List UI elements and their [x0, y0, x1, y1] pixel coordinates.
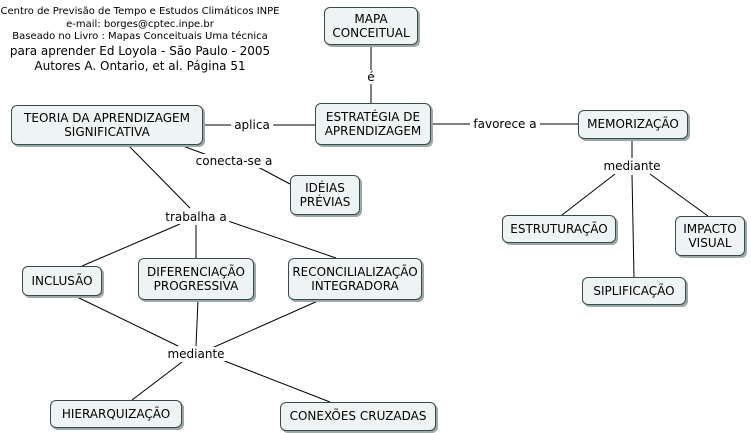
line-conecta-ideias: [257, 166, 291, 185]
concept-ideias-previas[interactable]: IDÉIAS PRÉVIAS: [290, 175, 360, 215]
concept-hierarquizacao[interactable]: HIERARQUIZAÇÃO: [50, 400, 182, 428]
line-mediante-impacto: [649, 173, 709, 217]
concept-inclusao[interactable]: INCLUSÃO: [22, 266, 102, 296]
concept-conexoes-cruzadas[interactable]: CONEXÕES CRUZADAS: [280, 402, 436, 431]
line-reconcilializacao-mediante: [211, 299, 321, 349]
concept-estrategia-de-aprendizagem[interactable]: ESTRATÉGIA DE APRENDIZAGEM: [315, 103, 431, 145]
line-mediante-hierarquizacao: [131, 361, 183, 401]
credits-line-2: e-mail: borges@cptec.inpe.br: [66, 18, 214, 30]
line-mediante-conexoes: [221, 359, 331, 403]
line-trabalha-inclusao: [81, 223, 181, 267]
credits-line-5: Autores A. Ontario, et al. Página 51: [34, 58, 246, 73]
line-teoria-trabalha: [127, 144, 191, 209]
source-credits: Centro de Previsão de Tempo e Estudos Cl…: [0, 6, 280, 74]
line-inclusao-mediante: [74, 295, 179, 347]
line-trabalha-reconcilializacao: [227, 220, 337, 259]
concept-impacto-visual[interactable]: IMPACTO VISUAL: [675, 216, 745, 256]
concept-teoria-da-aprendizagem[interactable]: TEORIA DA APRENDIZAGEM SIGNIFICATIVA: [11, 105, 203, 145]
link-phrase-favorece-a: favorece a: [470, 117, 540, 131]
credits-line-4: para aprender Ed Loyola - São Paulo - 20…: [9, 43, 271, 58]
credits-line-1: Centro de Previsão de Tempo e Estudos Cl…: [0, 6, 280, 17]
concept-memorizacao[interactable]: MEMORIZAÇÃO: [578, 110, 688, 139]
concept-reconcilializacao-integradora[interactable]: RECONCILIALIZAÇÃO INTEGRADORA: [288, 258, 422, 300]
link-phrase-mediante-memorizacao: mediante: [600, 159, 664, 173]
link-phrase-e: é: [364, 70, 378, 84]
link-phrase-conecta-se-a: conecta-se a: [192, 154, 276, 168]
concept-siplificacao[interactable]: SIPLIFICAÇÃO: [582, 277, 686, 305]
link-phrase-aplica: aplica: [231, 118, 273, 132]
link-phrase-trabalha-a: trabalha a: [162, 210, 230, 224]
credits-line-3: Baseado no Livro : Mapas Conceituais Uma…: [12, 31, 268, 42]
line-mediante-siplificacao: [631, 174, 635, 278]
concept-mapa-conceitual[interactable]: MAPA CONCEITUAL: [324, 7, 418, 45]
line-mediante-estruturacao: [561, 173, 616, 216]
line-diferenciacao-mediante: [195, 299, 199, 347]
concept-diferenciacao-progressiva[interactable]: DIFERENCIAÇÃO PROGRESSIVA: [138, 258, 254, 300]
concept-estruturacao[interactable]: ESTRUTURAÇÃO: [502, 215, 616, 243]
link-phrase-mediante-bottom: mediante: [164, 347, 228, 361]
